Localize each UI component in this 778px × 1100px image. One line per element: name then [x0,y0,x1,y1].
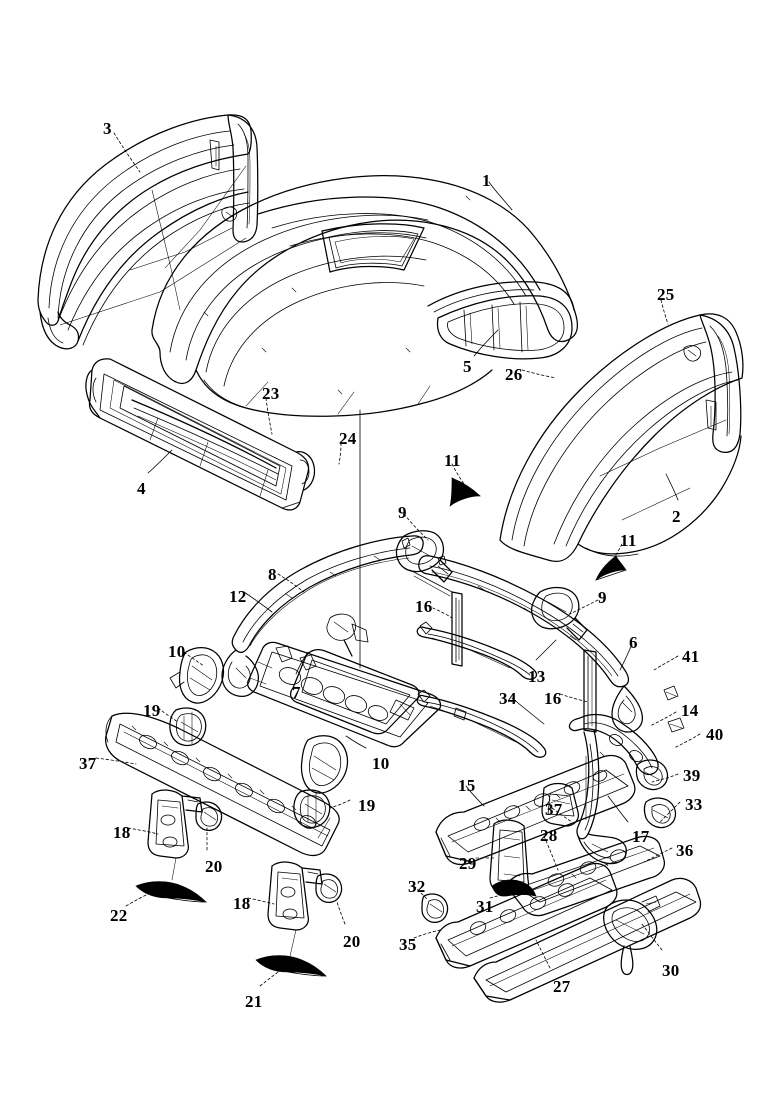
callout-number-2: 2 [672,507,681,526]
callout-number-10: 10 [372,754,390,773]
callout-number-14: 14 [681,701,699,720]
part-roof-side-rail-right [418,555,644,733]
callout-number-13: 13 [528,667,546,686]
part-rocker-rail-inner [435,754,636,866]
callout-number-8: 8 [268,565,277,584]
part-roof-bow-bracket-right [531,586,588,641]
callout-number-15: 15 [458,776,476,795]
callout-number-10: 10 [168,642,186,661]
callout-number-29: 29 [459,854,477,873]
callout-number-1: 1 [482,171,491,190]
part-floor-rail-lower [473,877,702,1003]
part-rail-joint-bracket-left [169,707,207,747]
callout-number-40: 40 [706,725,724,744]
callout-number-32: 32 [408,877,426,896]
callout-number-5: 5 [463,357,472,376]
callout-number-33: 33 [685,795,703,814]
part-roof-rail-bracket-rear-left [300,735,349,794]
assembly-arrow-right [595,555,627,581]
callout-number-39: 39 [683,766,701,785]
callout-number-21: 21 [245,992,263,1011]
part-roof-outer-panel [151,175,578,417]
part-pillar-bracket-right [267,861,323,957]
callout-number-18: 18 [113,823,131,842]
callout-number-11: 11 [444,451,461,470]
callout-number-37: 37 [79,754,97,773]
part-rocker-panel-right [541,782,580,827]
callout-number-11: 11 [620,531,637,550]
callout-number-34: 34 [499,689,517,708]
callout-number-35: 35 [399,935,417,954]
part-wedge-shim-right [255,955,327,977]
part-sunroof-reinforcement-frame [247,613,442,748]
part-roof-side-panel-left [37,114,259,350]
callout-number-25: 25 [657,285,675,304]
callout-number-26: 26 [505,365,523,384]
part-rocker-clip-group [635,685,685,829]
part-floor-bracket [489,819,530,895]
callout-number-37: 37 [545,800,563,819]
part-wedge-shim-left [135,881,207,903]
part-floor-end-clip [421,893,449,924]
callout-number-22: 22 [110,906,128,925]
callout-number-9: 9 [598,588,607,607]
callout-number-36: 36 [676,841,694,860]
callout-number-20: 20 [205,857,223,876]
callout-number-12: 12 [229,587,247,606]
callout-number-3: 3 [103,119,112,138]
callout-number-18: 18 [233,894,251,913]
part-rocker-panel-left [104,712,340,857]
callout-number-19: 19 [143,701,161,720]
part-bracket-fastener-left [195,801,223,832]
callout-number-23: 23 [262,384,280,403]
part-floor-rear-bracket [603,895,661,976]
part-floor-cross-member [505,835,666,917]
callout-number-17: 17 [632,827,650,846]
callout-number-24: 24 [339,429,357,448]
part-windshield-header [85,358,316,511]
callout-number-7: 7 [292,683,301,702]
part-pillar-bracket-left [147,789,203,881]
callout-number-4: 4 [137,479,146,498]
callout-number-19: 19 [358,796,376,815]
part-roof-bow-bracket-left [395,530,453,583]
callout-number-16: 16 [415,597,433,616]
callout-number-27: 27 [553,977,571,996]
callout-leaders [95,132,701,987]
callout-number-41: 41 [682,647,700,666]
callout-number-31: 31 [476,897,494,916]
callout-number-9: 9 [398,503,407,522]
callout-number-20: 20 [343,932,361,951]
part-roof-rail-bracket-front-left [169,647,225,704]
part-inner-rail-panel [416,689,547,758]
callout-number-16: 16 [544,689,562,708]
part-roof-bow-rear [416,621,538,680]
callout-number-28: 28 [540,826,558,845]
callout-number-30: 30 [662,961,680,980]
assembly-arrow-left [449,477,481,507]
part-roof-side-panel-right [499,313,744,563]
callout-number-6: 6 [629,633,638,652]
part-bracket-fastener-right [315,873,343,904]
